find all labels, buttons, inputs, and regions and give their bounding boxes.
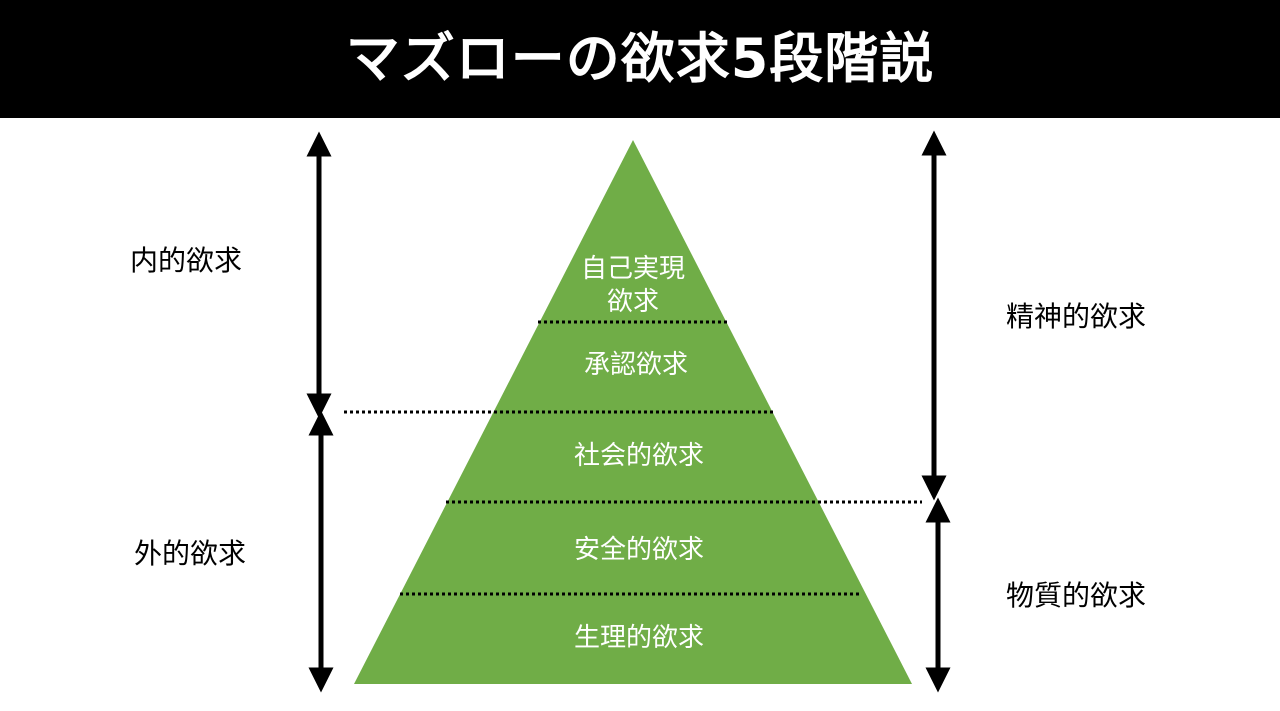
level-self-actualization-label-line2: 欲求 — [607, 287, 659, 317]
level-esteem-label: 承認欲求 — [584, 350, 688, 380]
header-bar: マズローの欲求5段階説 — [0, 0, 1280, 118]
page-title: マズローの欲求5段階説 — [345, 27, 935, 90]
material-needs-label: 物質的欲求 — [1006, 579, 1146, 612]
level-self-actualization-label-line1: 自己実現 — [581, 254, 685, 284]
inner-needs-label: 内的欲求 — [130, 244, 242, 277]
level-social-label: 社会的欲求 — [574, 441, 704, 471]
outer-needs-label: 外的欲求 — [134, 537, 246, 570]
level-safety-label: 安全的欲求 — [574, 535, 704, 565]
spiritual-needs-label: 精神的欲求 — [1006, 300, 1146, 333]
level-physiological-label: 生理的欲求 — [574, 623, 704, 653]
